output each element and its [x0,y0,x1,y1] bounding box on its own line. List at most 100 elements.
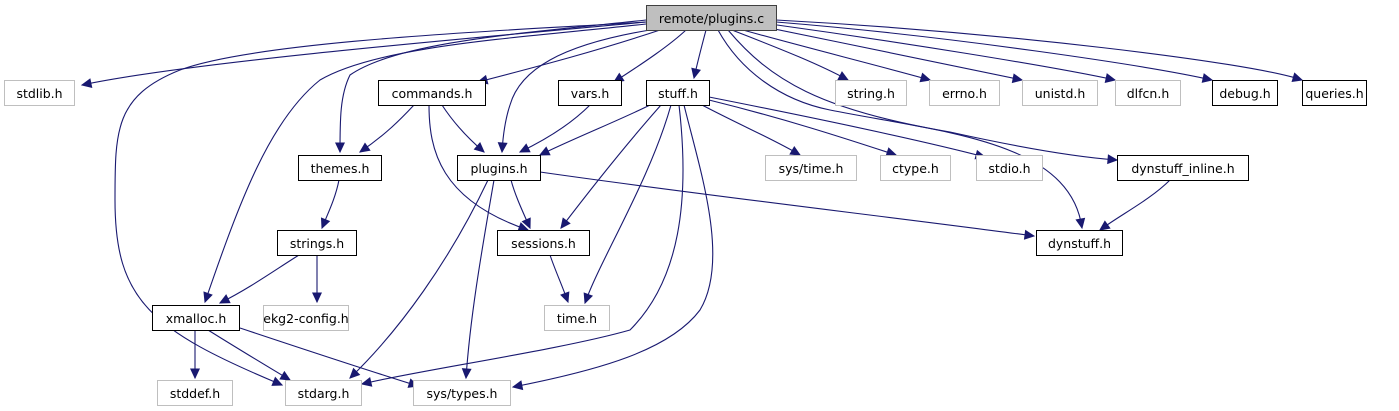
node-label: stddef.h [170,386,220,401]
node-box [413,380,511,406]
node-string: string.h [835,80,907,106]
node-label: dynstuff.h [1048,236,1111,251]
arrowhead-icon [511,380,524,391]
arrowhead-icon [271,376,284,386]
arrowhead-icon [837,71,850,81]
node-label: dynstuff_inline.h [1131,161,1234,176]
edge-themes-to-strings [320,179,340,230]
node-xmalloc[interactable]: xmalloc.h [152,305,240,331]
edge-stuff-to-stdio [708,96,987,160]
arrowhead-icon [521,217,531,230]
edge-dynstuff_inline-to-dynstuff [1099,179,1171,231]
edge-root-to-dynstuff_inline [727,29,1119,165]
arrowhead-icon [461,368,472,380]
edge-root-to-unistd [759,25,1024,84]
node-box [378,80,486,106]
node-root[interactable]: remote/plugins.c [646,5,777,31]
edge-root-to-errno [742,29,932,83]
arrowhead-icon [538,146,551,156]
edge-line [775,19,1303,81]
edge-stuff-to-plugins [538,104,651,156]
node-queries[interactable]: queries.h [1302,80,1367,106]
edge-line [701,104,801,156]
edge-line [81,21,647,86]
edge-line [539,171,1035,237]
edge-xmalloc-to-stddef [190,330,200,380]
edge-line [512,104,714,388]
node-label: stuff.h [658,86,698,101]
arrowhead-icon [320,217,331,230]
node-box [1212,80,1278,106]
edge-line [361,104,684,385]
edge-root-to-debug [775,21,1214,83]
node-stuff[interactable]: stuff.h [646,80,710,106]
edge-line [708,99,897,156]
arrowhead-icon [1107,154,1119,165]
edge-stuff-to-time [583,104,672,305]
node-box [285,380,362,406]
edge-line [613,29,687,83]
node-label: queries.h [1305,86,1363,101]
arrowhead-icon [359,142,371,153]
arrowhead-icon [80,78,93,88]
arrowhead-icon [312,292,322,304]
arrowhead-icon [560,291,570,304]
arrowhead-icon [1099,220,1111,231]
node-label: unistd.h [1035,86,1086,101]
edge-line [501,29,651,153]
node-debug[interactable]: debug.h [1212,80,1278,106]
arrowhead-icon [190,368,200,380]
node-label: dlfcn.h [1127,86,1170,101]
node-dynstuff[interactable]: dynstuff.h [1036,230,1123,256]
node-vars[interactable]: vars.h [558,80,622,106]
edge-line [727,29,1118,161]
node-box [1022,80,1098,106]
arrowhead-icon [203,291,213,304]
edge-line [349,179,489,379]
edge-sessions-to-time [549,254,570,304]
node-box [1117,155,1249,181]
edge-line [465,179,495,379]
node-stdarg: stdarg.h [285,380,362,406]
edge-root-to-xmalloc [203,23,647,304]
node-themes[interactable]: themes.h [298,155,382,181]
node-box [263,305,349,331]
arrowhead-icon [1011,73,1024,84]
edge-stuff-to-sessions [560,104,662,229]
edge-line [742,29,931,81]
node-box [880,155,951,181]
arrowhead-icon [497,142,508,154]
edge-line [539,104,651,156]
edge-root-to-plugins [497,29,651,154]
edge-stuff-to-systypes [511,104,714,391]
arrowhead-icon [349,367,361,379]
node-box [277,230,357,256]
arrowhead-icon [1104,73,1117,83]
node-sessions[interactable]: sessions.h [497,230,590,256]
edge-line [775,21,1213,81]
node-box [298,155,382,181]
node-box [558,80,622,106]
node-label: sys/types.h [427,386,498,401]
arrowhead-icon [1201,73,1214,83]
node-strings[interactable]: strings.h [277,230,357,256]
edge-strings-to-xmalloc [218,254,300,304]
edge-stuff-to-ctype [708,99,898,157]
edge-line [759,25,1023,81]
node-systypes: sys/types.h [413,380,511,406]
edge-stuff-to-stdarg [360,104,684,387]
edge-root-to-themes [335,19,647,154]
node-systime: sys/time.h [765,155,857,181]
arrowhead-icon [560,217,571,229]
node-label: remote/plugins.c [659,11,764,26]
node-box [457,155,541,181]
node-box [1302,80,1367,106]
node-box [497,230,590,256]
edge-root-to-stdarg [114,21,647,386]
node-plugins[interactable]: plugins.h [457,155,541,181]
node-label: vars.h [571,86,610,101]
node-commands[interactable]: commands.h [378,80,486,106]
node-dynstuff-inline[interactable]: dynstuff_inline.h [1117,155,1249,181]
node-stdio: stdio.h [976,155,1043,181]
